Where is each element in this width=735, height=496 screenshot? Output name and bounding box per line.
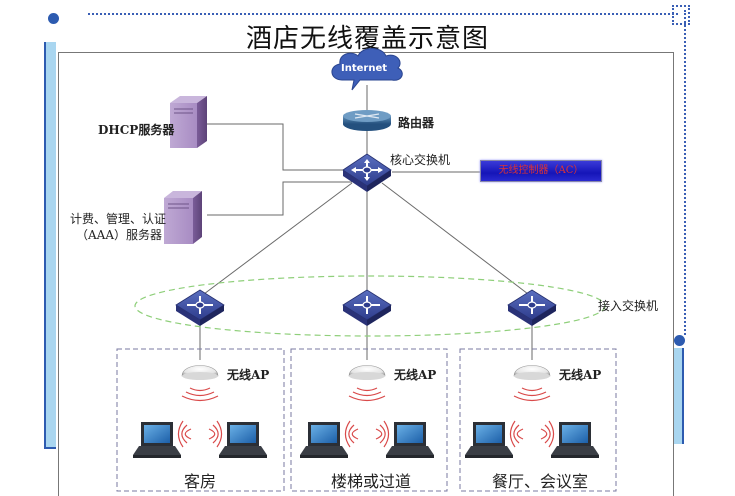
access-layer-ellipse <box>134 275 606 337</box>
dhcp-server-label: DHCP服务器 <box>98 123 175 137</box>
bullet-dot-right <box>674 335 685 346</box>
laptop-signal-waves <box>375 420 390 448</box>
zone-box-guest-room <box>116 348 285 492</box>
aaa-server-label-line2: （AAA）服务器 <box>76 228 162 242</box>
bullet-dot-top-left <box>48 13 59 24</box>
laptop-signal-waves <box>177 420 192 448</box>
link-core-access1 <box>199 182 353 298</box>
laptop-icon <box>386 422 434 458</box>
zone-box-corridor <box>290 348 448 492</box>
wireless-controller-box: 无线控制器（AC） <box>480 160 602 182</box>
laptop-icon <box>465 422 513 458</box>
ap-label: 无线AP <box>394 368 437 382</box>
dhcp-server-icon <box>170 96 207 148</box>
dotted-border-top <box>88 13 678 15</box>
wireless-ap-icon <box>181 365 219 380</box>
core-switch-label: 核心交换机 <box>390 153 451 167</box>
dotted-corner-box <box>672 5 690 25</box>
laptop-icon <box>219 422 267 458</box>
core-switch-icon <box>342 153 392 192</box>
aaa-server-icon <box>164 191 202 244</box>
access-switch-icon <box>507 289 557 326</box>
laptop-signal-waves <box>208 420 223 448</box>
laptop-signal-waves <box>509 420 524 448</box>
laptop-icon <box>300 422 348 458</box>
connection-lines <box>199 85 533 360</box>
link-aaa-core <box>207 181 352 216</box>
laptop-icon <box>551 422 599 458</box>
link-core-access3 <box>381 182 533 298</box>
access-switch-icon <box>342 289 392 326</box>
router-label: 路由器 <box>398 116 435 130</box>
zone-label-guest-room: 客房 <box>184 472 217 491</box>
wireless-ap-icon <box>513 365 551 380</box>
laptop-signal-waves <box>540 420 555 448</box>
wireless-ap-icon <box>348 365 386 380</box>
router-icon <box>343 110 391 131</box>
access-switch-label: 接入交换机 <box>598 299 659 313</box>
ap-label: 无线AP <box>227 368 270 382</box>
zone-label-corridor: 楼梯或过道 <box>331 472 412 491</box>
accent-bar-left <box>44 42 56 449</box>
link-dhcp-core <box>207 123 343 171</box>
internet-cloud-icon <box>331 48 403 91</box>
ap-signal-waves <box>181 387 551 402</box>
aaa-server-label-line1: 计费、管理、认证 <box>70 212 167 226</box>
ap-label: 无线AP <box>559 368 602 382</box>
laptop-signal-waves <box>344 420 359 448</box>
access-switch-icon <box>175 289 225 326</box>
internet-label: Internet <box>341 63 388 74</box>
accent-bar-right <box>674 348 684 444</box>
zone-label-restaurant: 餐厅、会议室 <box>492 472 589 491</box>
laptop-icon <box>133 422 181 458</box>
zone-box-restaurant <box>459 348 617 492</box>
dotted-border-right <box>684 10 686 335</box>
